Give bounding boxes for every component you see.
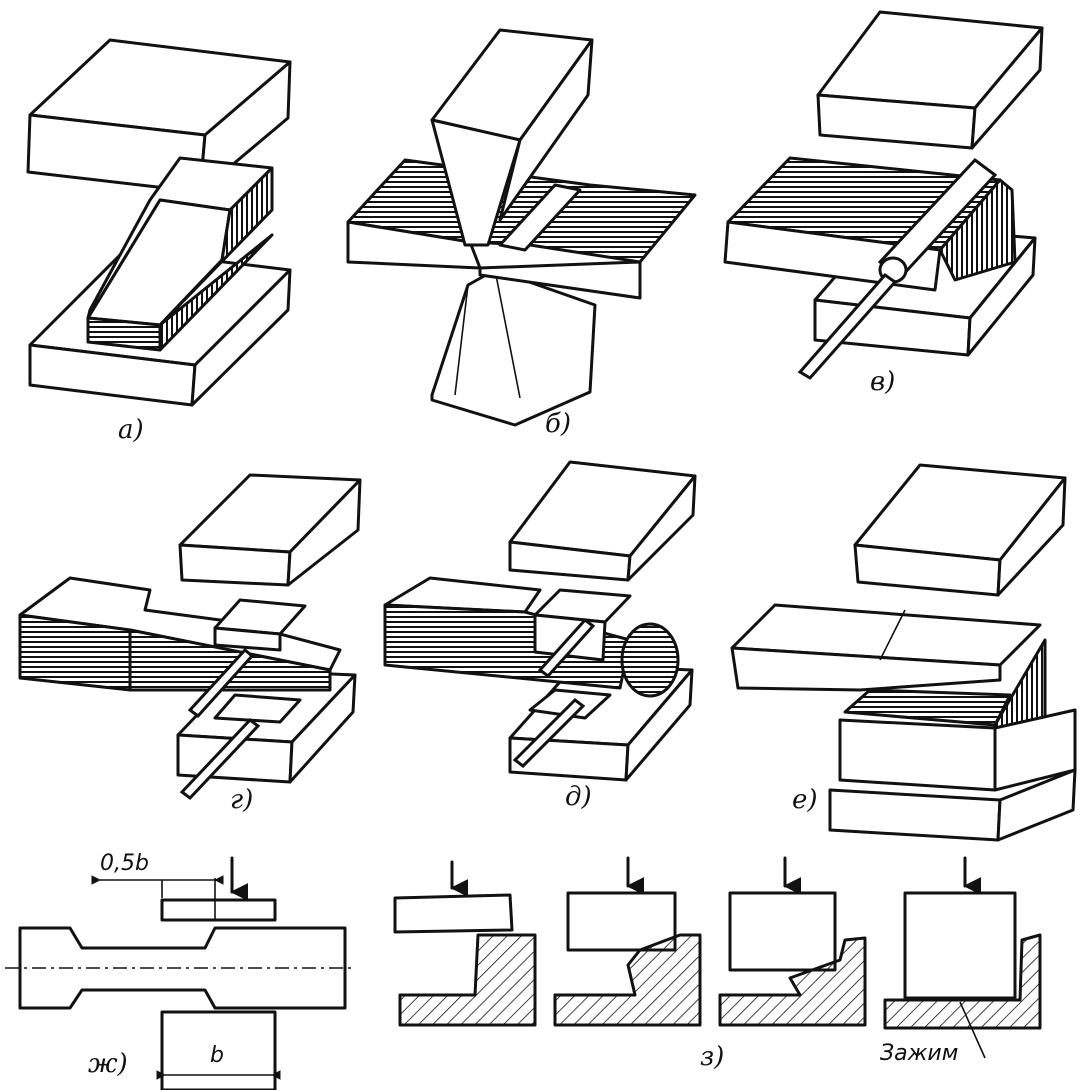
- workpiece-plate: [346, 158, 697, 300]
- lower-die-stack: [828, 708, 1077, 842]
- clamp-label: Зажим: [880, 1041, 958, 1066]
- panel-zh: 0,5b b ж): [5, 851, 355, 1090]
- clamp-callout: Зажим: [880, 1001, 986, 1066]
- stage-4: [883, 856, 1042, 1030]
- lower-anvil: [430, 268, 597, 427]
- label-v: в): [870, 367, 895, 397]
- workpiece-section: [5, 926, 355, 1010]
- label-g: г): [230, 785, 253, 815]
- upper-die: [853, 463, 1067, 597]
- top-fuller: [533, 588, 632, 679]
- panel-a: а): [26, 38, 292, 445]
- dim-half-label: 0,5b: [100, 851, 149, 876]
- panel-v: в): [723, 10, 1044, 397]
- workpiece-stepped: [86, 156, 274, 352]
- stage-1: [393, 860, 537, 1027]
- panel-g: г): [18, 473, 362, 815]
- upper-tool-section: [160, 898, 277, 922]
- label-b: б): [545, 409, 571, 439]
- stage-3: [718, 856, 867, 1027]
- panel-b: б): [346, 28, 697, 439]
- dimension-full: b: [156, 1043, 281, 1080]
- workpiece-laminated: [18, 576, 342, 692]
- panel-d: д): [383, 460, 697, 812]
- panel-e: е): [730, 463, 1077, 842]
- upper-anvil: [430, 28, 594, 247]
- bottom-fuller: [179, 693, 302, 801]
- fuller-rod: [797, 157, 998, 380]
- upper-die: [508, 460, 697, 582]
- dim-full-label: b: [210, 1043, 224, 1068]
- label-d: д): [565, 782, 592, 812]
- bottom-fuller: [512, 688, 612, 768]
- panel-z: Зажим з): [393, 856, 1042, 1072]
- top-fuller: [187, 598, 307, 719]
- stage-2: [553, 856, 702, 1027]
- label-e: е): [792, 785, 818, 815]
- label-z: з): [700, 1042, 724, 1072]
- upper-die: [816, 10, 1044, 150]
- upper-die: [178, 473, 362, 587]
- workpiece-laminated: [383, 576, 680, 698]
- dimension-half: 0,5b: [91, 851, 249, 920]
- wedge-tool: [730, 603, 1042, 692]
- label-a: а): [118, 415, 144, 445]
- label-zh: ж): [88, 1049, 128, 1079]
- upper-die: [26, 38, 292, 194]
